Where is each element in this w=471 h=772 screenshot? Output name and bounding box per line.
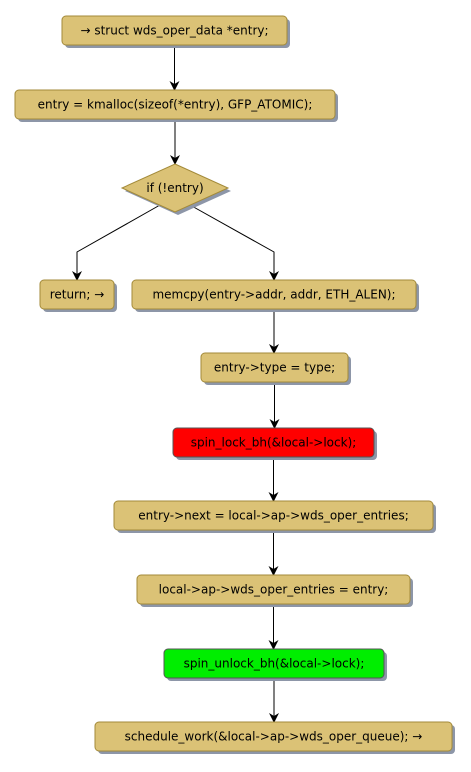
node-label: → struct wds_oper_data *entry; [80, 24, 268, 38]
node-box [131, 279, 417, 310]
node-label: local->ap->wds_oper_entries = entry; [159, 583, 389, 597]
nodes: → struct wds_oper_data *entry; entry = km… [14, 15, 455, 754]
node-label: schedule_work(&local->ap->wds_oper_queue… [125, 730, 423, 744]
node-label: if (!entry) [146, 181, 203, 195]
node-set-next: entry->next = local->ap->wds_oper_entrie… [113, 500, 436, 533]
node-label: return; → [50, 288, 105, 302]
edges [72, 45, 280, 723]
node-set-entries: local->ap->wds_oper_entries = entry; [136, 574, 413, 607]
node-box [172, 427, 375, 458]
node-box [61, 15, 288, 46]
node-label: entry = kmalloc(sizeof(*entry), GFP_ATOM… [38, 98, 313, 112]
node-return: return; → [39, 279, 117, 312]
node-label: spin_lock_bh(&local->lock); [191, 436, 357, 450]
node-schedule: schedule_work(&local->ap->wds_oper_queue… [94, 721, 455, 754]
node-label: entry->next = local->ap->wds_oper_entrie… [138, 509, 408, 523]
node-box [14, 89, 336, 120]
node-kmalloc: entry = kmalloc(sizeof(*entry), GFP_ATOM… [14, 89, 338, 122]
node-start: → struct wds_oper_data *entry; [61, 15, 290, 48]
node-box [136, 574, 411, 605]
node-label: spin_unlock_bh(&local->lock); [184, 657, 365, 671]
node-set-type: entry->type = type; [200, 352, 351, 385]
node-diamond [120, 163, 230, 213]
edge-arrow-false [189, 204, 279, 281]
node-box [113, 500, 434, 531]
node-box [39, 279, 115, 310]
node-memcpy: memcpy(entry->addr, addr, ETH_ALEN); [131, 279, 419, 312]
node-box [163, 648, 385, 679]
node-label: memcpy(entry->addr, addr, ETH_ALEN); [152, 288, 395, 302]
node-spin-unlock: spin_unlock_bh(&local->lock); [163, 648, 387, 681]
node-box [94, 721, 453, 752]
edge-arrow-true [72, 204, 161, 281]
node-box [200, 352, 349, 383]
node-spin-lock: spin_lock_bh(&local->lock); [172, 427, 377, 460]
node-label: entry->type = type; [214, 361, 335, 375]
node-if-entry: if (!entry) [120, 163, 231, 215]
